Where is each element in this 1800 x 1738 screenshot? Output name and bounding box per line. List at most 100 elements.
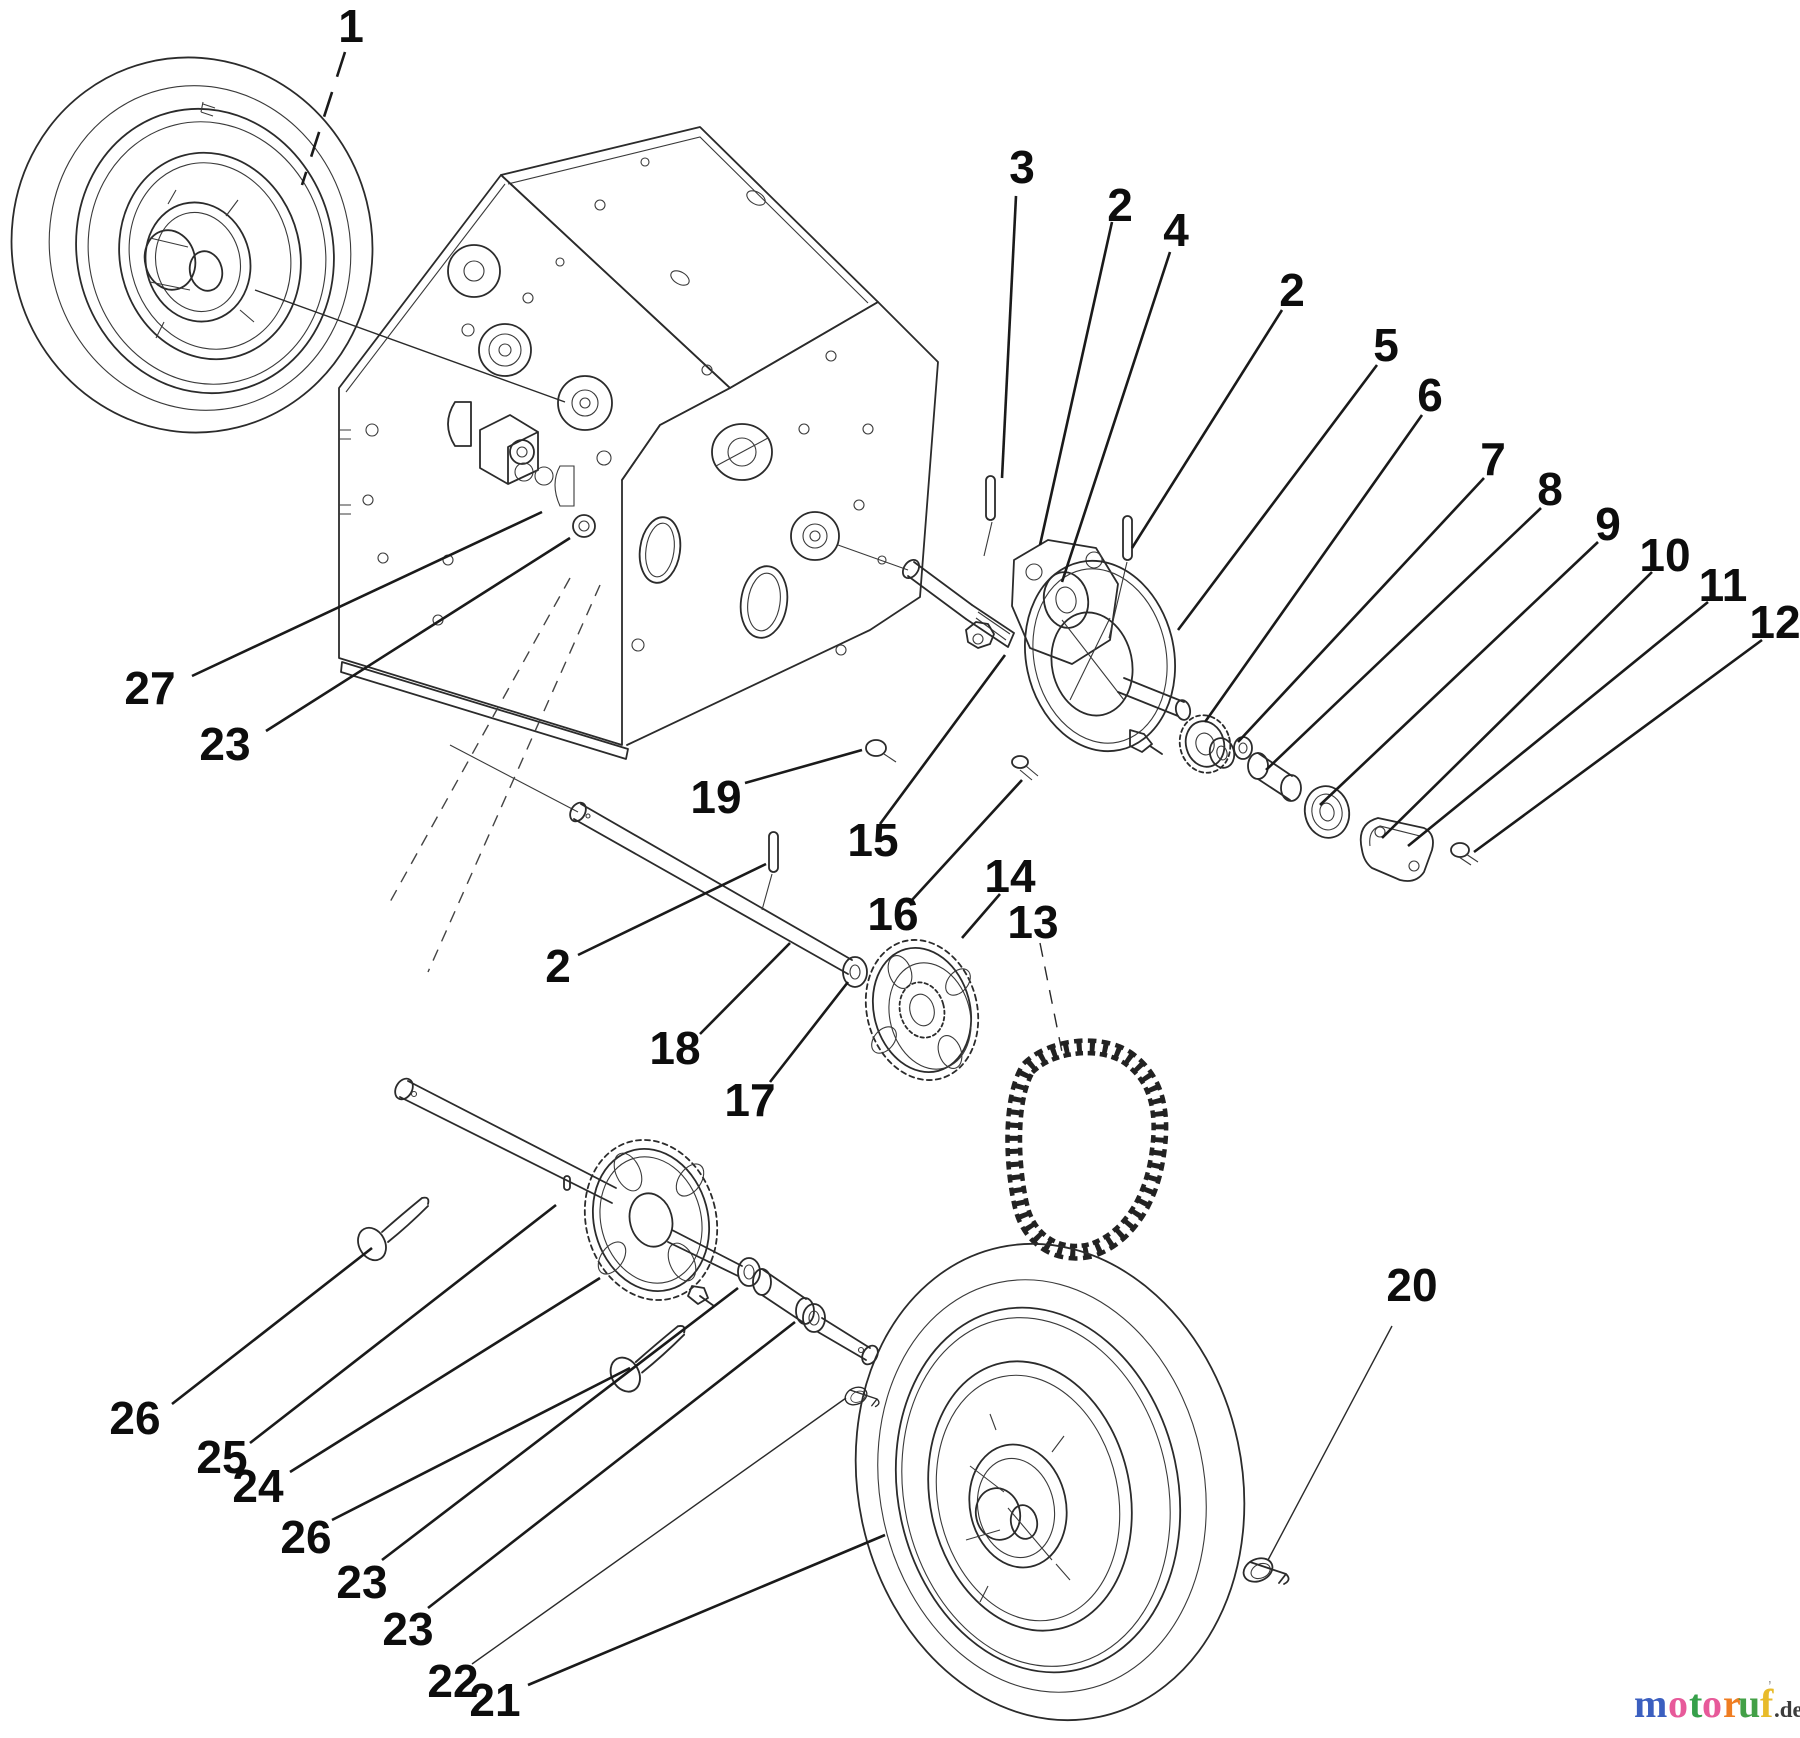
callout-23a-label: 23 xyxy=(336,1556,387,1608)
logo-letter-o2: o xyxy=(1702,1681,1722,1726)
logo-letter-t: t xyxy=(1689,1681,1703,1726)
callout-2c-label: 2 xyxy=(545,940,571,992)
callout-13-label: 13 xyxy=(1007,896,1058,948)
callout-16-label: 16 xyxy=(867,888,918,940)
bearing-block xyxy=(479,414,539,485)
leader-2c xyxy=(577,862,767,957)
wheel-left xyxy=(10,56,566,434)
gear-24 xyxy=(583,1139,719,1301)
callout-19-label: 19 xyxy=(690,771,741,823)
leader-20 xyxy=(1267,1325,1393,1561)
tube-pin xyxy=(563,1175,571,1191)
leader-3 xyxy=(1000,195,1018,479)
callout-18-label: 18 xyxy=(649,1022,700,1074)
leader-8 xyxy=(1265,507,1542,771)
leader-14 xyxy=(961,893,1001,939)
logo-letter-r: r xyxy=(1723,1681,1741,1726)
washer-23-frame xyxy=(572,514,596,538)
leader-24 xyxy=(289,1276,601,1474)
flange-nut xyxy=(965,621,995,649)
logo-letter-u: u xyxy=(1738,1681,1760,1726)
callout-20-label: 20 xyxy=(1386,1259,1437,1311)
washer-23b xyxy=(802,1303,826,1333)
sprocket-14 xyxy=(864,939,980,1081)
klik-pin-20 xyxy=(1238,1552,1290,1588)
callout-9-label: 9 xyxy=(1595,498,1621,550)
callout-1-label: 1 xyxy=(338,0,364,52)
d-cutout xyxy=(447,401,472,447)
frame xyxy=(338,126,939,813)
leader-7 xyxy=(1237,477,1485,743)
leader-23u xyxy=(265,536,571,733)
hub-casting xyxy=(1011,539,1119,665)
callout-23b-label: 23 xyxy=(382,1603,433,1655)
callout-7-label: 7 xyxy=(1480,433,1506,485)
sprocket-small xyxy=(1178,714,1232,774)
leader-26b xyxy=(331,1366,631,1522)
callout-14-label: 14 xyxy=(984,850,1036,902)
bearing-10 xyxy=(1303,785,1351,839)
cover-plate-11 xyxy=(1359,817,1434,882)
wheel-right xyxy=(854,1242,1246,1722)
lower-axle-assembly xyxy=(351,1077,880,1409)
leader-18 xyxy=(699,942,791,1035)
callouts: 1 3 2 4 2 5 6 7 8 9 10 11 12 27 23 19 15… xyxy=(109,0,1800,1726)
callout-3-label: 3 xyxy=(1009,141,1035,193)
assembly-axes xyxy=(389,577,601,973)
axle-boss xyxy=(557,375,613,431)
washer-17 xyxy=(842,956,868,988)
pin-2b xyxy=(1122,515,1133,561)
logo-letter-o1: o xyxy=(1668,1681,1688,1726)
leader-2b xyxy=(1130,309,1284,549)
leader-13 xyxy=(1039,942,1063,1053)
screw-16 xyxy=(1011,755,1029,769)
leader-26a xyxy=(171,1246,373,1406)
chain xyxy=(1005,1038,1169,1261)
drive-disc xyxy=(1024,559,1176,753)
leader-1 xyxy=(300,51,347,186)
bottom-flange xyxy=(340,661,629,760)
callout-26a-label: 26 xyxy=(109,1392,160,1444)
leader-11 xyxy=(1407,600,1709,848)
washer-23a xyxy=(737,1257,761,1287)
hub-alignment-line xyxy=(254,289,566,403)
stub-axle xyxy=(901,558,921,580)
callout-25-label: 25 xyxy=(196,1431,247,1483)
leader-21 xyxy=(527,1533,886,1687)
callout-6-label: 6 xyxy=(1417,369,1443,421)
callout-23u-label: 23 xyxy=(199,718,250,770)
callout-27-label: 27 xyxy=(124,662,175,714)
leader-lines xyxy=(171,51,1763,1687)
callout-8-label: 8 xyxy=(1537,463,1563,515)
callout-11-label: 11 xyxy=(1699,559,1748,611)
callout-17-label: 17 xyxy=(724,1074,775,1126)
leader-2a xyxy=(1038,221,1114,546)
leader-17 xyxy=(768,981,850,1083)
upper-axle-assembly xyxy=(901,475,1479,882)
shaft-tube xyxy=(569,801,587,823)
callout-21-label: 21 xyxy=(469,1674,520,1726)
callout-24-label: 24 xyxy=(232,1460,284,1512)
logo-letter-m: m xyxy=(1634,1681,1667,1726)
callout-26b-label: 26 xyxy=(280,1511,331,1563)
pin-2a xyxy=(985,475,996,521)
leader-15 xyxy=(878,654,1007,825)
leader-16 xyxy=(911,779,1023,901)
washer-8 xyxy=(1233,736,1253,760)
leader-23b xyxy=(427,1320,796,1610)
callout-15-label: 15 xyxy=(847,814,898,866)
leader-6 xyxy=(1203,414,1424,723)
logo-mark: ’ xyxy=(1768,1679,1772,1696)
mid-shaft-assembly xyxy=(569,801,980,1081)
leader-19 xyxy=(744,748,863,785)
screw-12 xyxy=(1450,842,1470,858)
leader-25 xyxy=(249,1203,557,1445)
callout-12-label: 12 xyxy=(1749,596,1800,648)
callout-2a-label: 2 xyxy=(1107,179,1133,231)
leader-10 xyxy=(1381,571,1653,839)
motoruf-logo: m o t o r u f ’ .de xyxy=(1634,1679,1800,1726)
logo-letter-f: f xyxy=(1760,1681,1774,1726)
callout-2b-label: 2 xyxy=(1279,264,1305,316)
